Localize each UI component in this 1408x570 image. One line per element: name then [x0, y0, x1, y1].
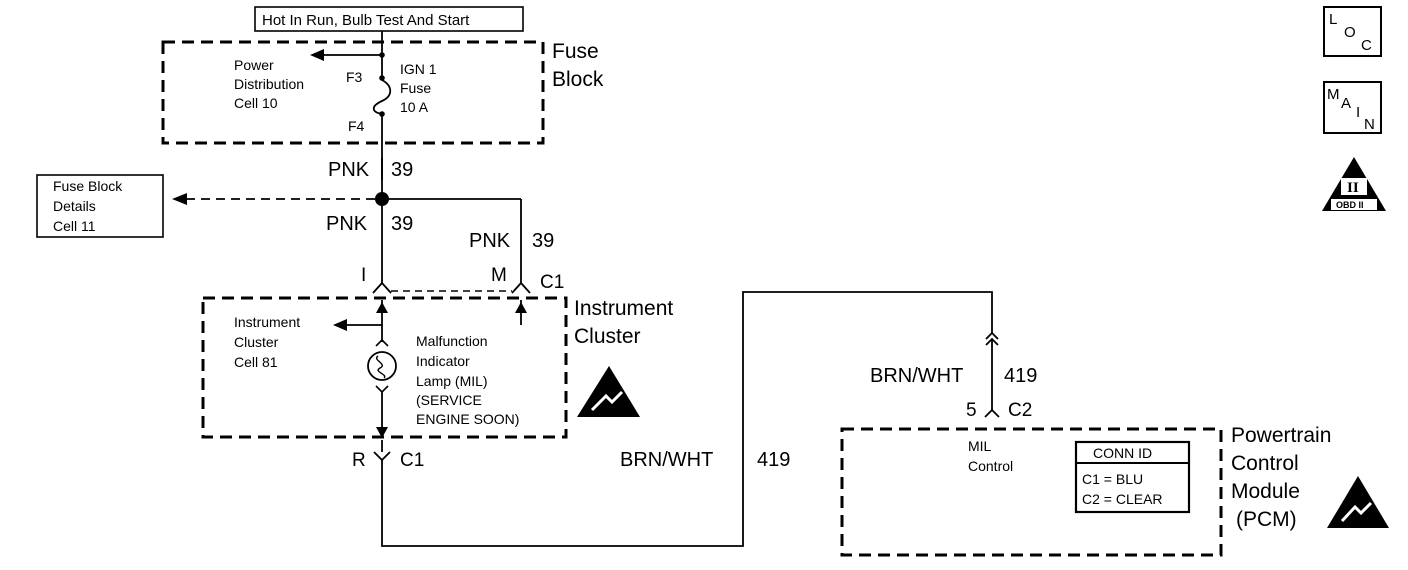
fuse-label-1: IGN 1: [400, 61, 437, 77]
fuse-label-2: Fuse: [400, 80, 431, 96]
instrument-cluster-title-2: Cluster: [574, 325, 641, 348]
mil-label-5: ENGINE SOON): [416, 411, 519, 427]
main-icon-m: M: [1327, 86, 1340, 103]
mil-label-3: Lamp (MIL): [416, 373, 488, 389]
pcm-connector-label: C2: [1008, 400, 1032, 421]
conn-id-row-2: C2 = CLEAR: [1082, 491, 1163, 507]
fuse-pin-f3: F3: [346, 69, 363, 85]
fuse-details-box: [36, 174, 164, 238]
lamp-filament: [375, 355, 386, 379]
loc-icon-l: L: [1329, 11, 1337, 28]
instrument-cluster-title-1: Instrument: [574, 297, 673, 320]
pcm-title-1: Powertrain: [1231, 424, 1331, 447]
fuse-symbol: [372, 79, 392, 115]
pnk-right-circuit: 39: [532, 230, 554, 252]
pcm-title-2: Control: [1231, 452, 1299, 475]
pcm-pin-label: 5: [966, 400, 977, 421]
pcm-box: [840, 427, 1223, 557]
pnk-mid-color: PNK: [326, 213, 368, 235]
instrument-cluster-box: [201, 296, 568, 439]
mil-label-1: Malfunction: [416, 333, 488, 349]
power-distribution-line-3: Cell 10: [234, 95, 278, 111]
brn-wht-left-circuit: 419: [757, 449, 790, 471]
fuse-pin-f4: F4: [348, 118, 365, 134]
mil-lamp-icon: [367, 351, 397, 381]
main-icon-n: N: [1364, 116, 1375, 133]
connector-pin-5: [984, 408, 1000, 418]
fuse-details-line-1: Fuse Block: [53, 178, 123, 194]
loc-icon[interactable]: [1323, 6, 1382, 57]
fuse-block-title-1: Fuse: [552, 40, 599, 63]
power-label: Hot In Run, Bulb Test And Start: [262, 12, 470, 29]
cluster-ref-line-2: Cluster: [234, 334, 279, 350]
loc-icon-o: O: [1344, 24, 1356, 41]
pin-i-label: I: [361, 265, 366, 286]
pin-r-label: R: [352, 450, 366, 471]
main-icon-a: A: [1341, 95, 1351, 112]
fuse-pin-f3-dot: [379, 75, 385, 81]
pnk-top-color: PNK: [328, 159, 370, 181]
lamp-lower-lead: [375, 385, 389, 394]
brn-wht-left-color: BRN/WHT: [620, 449, 713, 471]
brn-wht-right-circuit: 419: [1004, 365, 1037, 387]
cluster-ref-arrowhead: [333, 319, 347, 331]
fuse-block-title-2: Block: [552, 68, 604, 91]
fuse-details-line-2: Details: [53, 198, 96, 214]
connector-pin-m: [511, 281, 531, 294]
cluster-ref-line-3: Cell 81: [234, 354, 278, 370]
obd-ii-numeral: II: [1347, 180, 1359, 196]
pcm-title-3: Module: [1231, 480, 1300, 503]
connector-pin-i: [372, 281, 392, 294]
power-distribution-line-2: Distribution: [234, 76, 304, 92]
obd-ii-icon[interactable]: [1322, 157, 1386, 211]
connector-pin-r: [373, 451, 391, 462]
connector-c1-bottom-label: C1: [400, 450, 424, 471]
esd-sensitive-icon: [577, 366, 640, 417]
main-icon[interactable]: [1323, 81, 1382, 134]
obd-ii-label: OBD II: [1336, 200, 1364, 210]
brn-wht-419-wire: [381, 291, 993, 547]
power-label-box: [254, 6, 524, 32]
pnk-mid-circuit: 39: [391, 213, 413, 235]
pnk-top-circuit: 39: [391, 159, 413, 181]
brn-wht-right-color: BRN/WHT: [870, 365, 963, 387]
conn-id-row-1: C1 = BLU: [1082, 471, 1143, 487]
esd-sensitive-icon-pcm: [1327, 476, 1389, 528]
mil-control-line-1: MIL: [968, 438, 992, 454]
conn-id-header: CONN ID: [1093, 445, 1152, 461]
fuse-label-3: 10 A: [400, 99, 429, 115]
lamp-upper-lead: [375, 338, 389, 347]
cluster-pin-r-arrow: [376, 427, 388, 438]
conn-id-table: [1074, 440, 1191, 514]
mil-label-4: (SERVICE: [416, 392, 482, 408]
pcm-title-4: (PCM): [1236, 508, 1297, 531]
mil-control-line-2: Control: [968, 458, 1013, 474]
fuse-details-arrowhead: [172, 193, 187, 205]
loc-icon-c: C: [1361, 37, 1372, 54]
main-icon-i: I: [1356, 104, 1360, 121]
mil-label-2: Indicator: [416, 353, 470, 369]
fuse-details-line-3: Cell 11: [53, 218, 96, 234]
inline-connector-upper: [985, 331, 999, 340]
pin-m-label: M: [491, 265, 507, 286]
cluster-ref-line-1: Instrument: [234, 314, 300, 330]
power-distribution-arrowhead: [310, 49, 324, 61]
fuse-block-box: [161, 40, 545, 145]
connector-c1-top-label: C1: [540, 272, 564, 293]
power-distribution-line-1: Power: [234, 57, 274, 73]
pnk-right-color: PNK: [469, 230, 511, 252]
cluster-pin-m-arrow: [515, 302, 527, 313]
cluster-pin-i-arrow: [376, 302, 388, 313]
